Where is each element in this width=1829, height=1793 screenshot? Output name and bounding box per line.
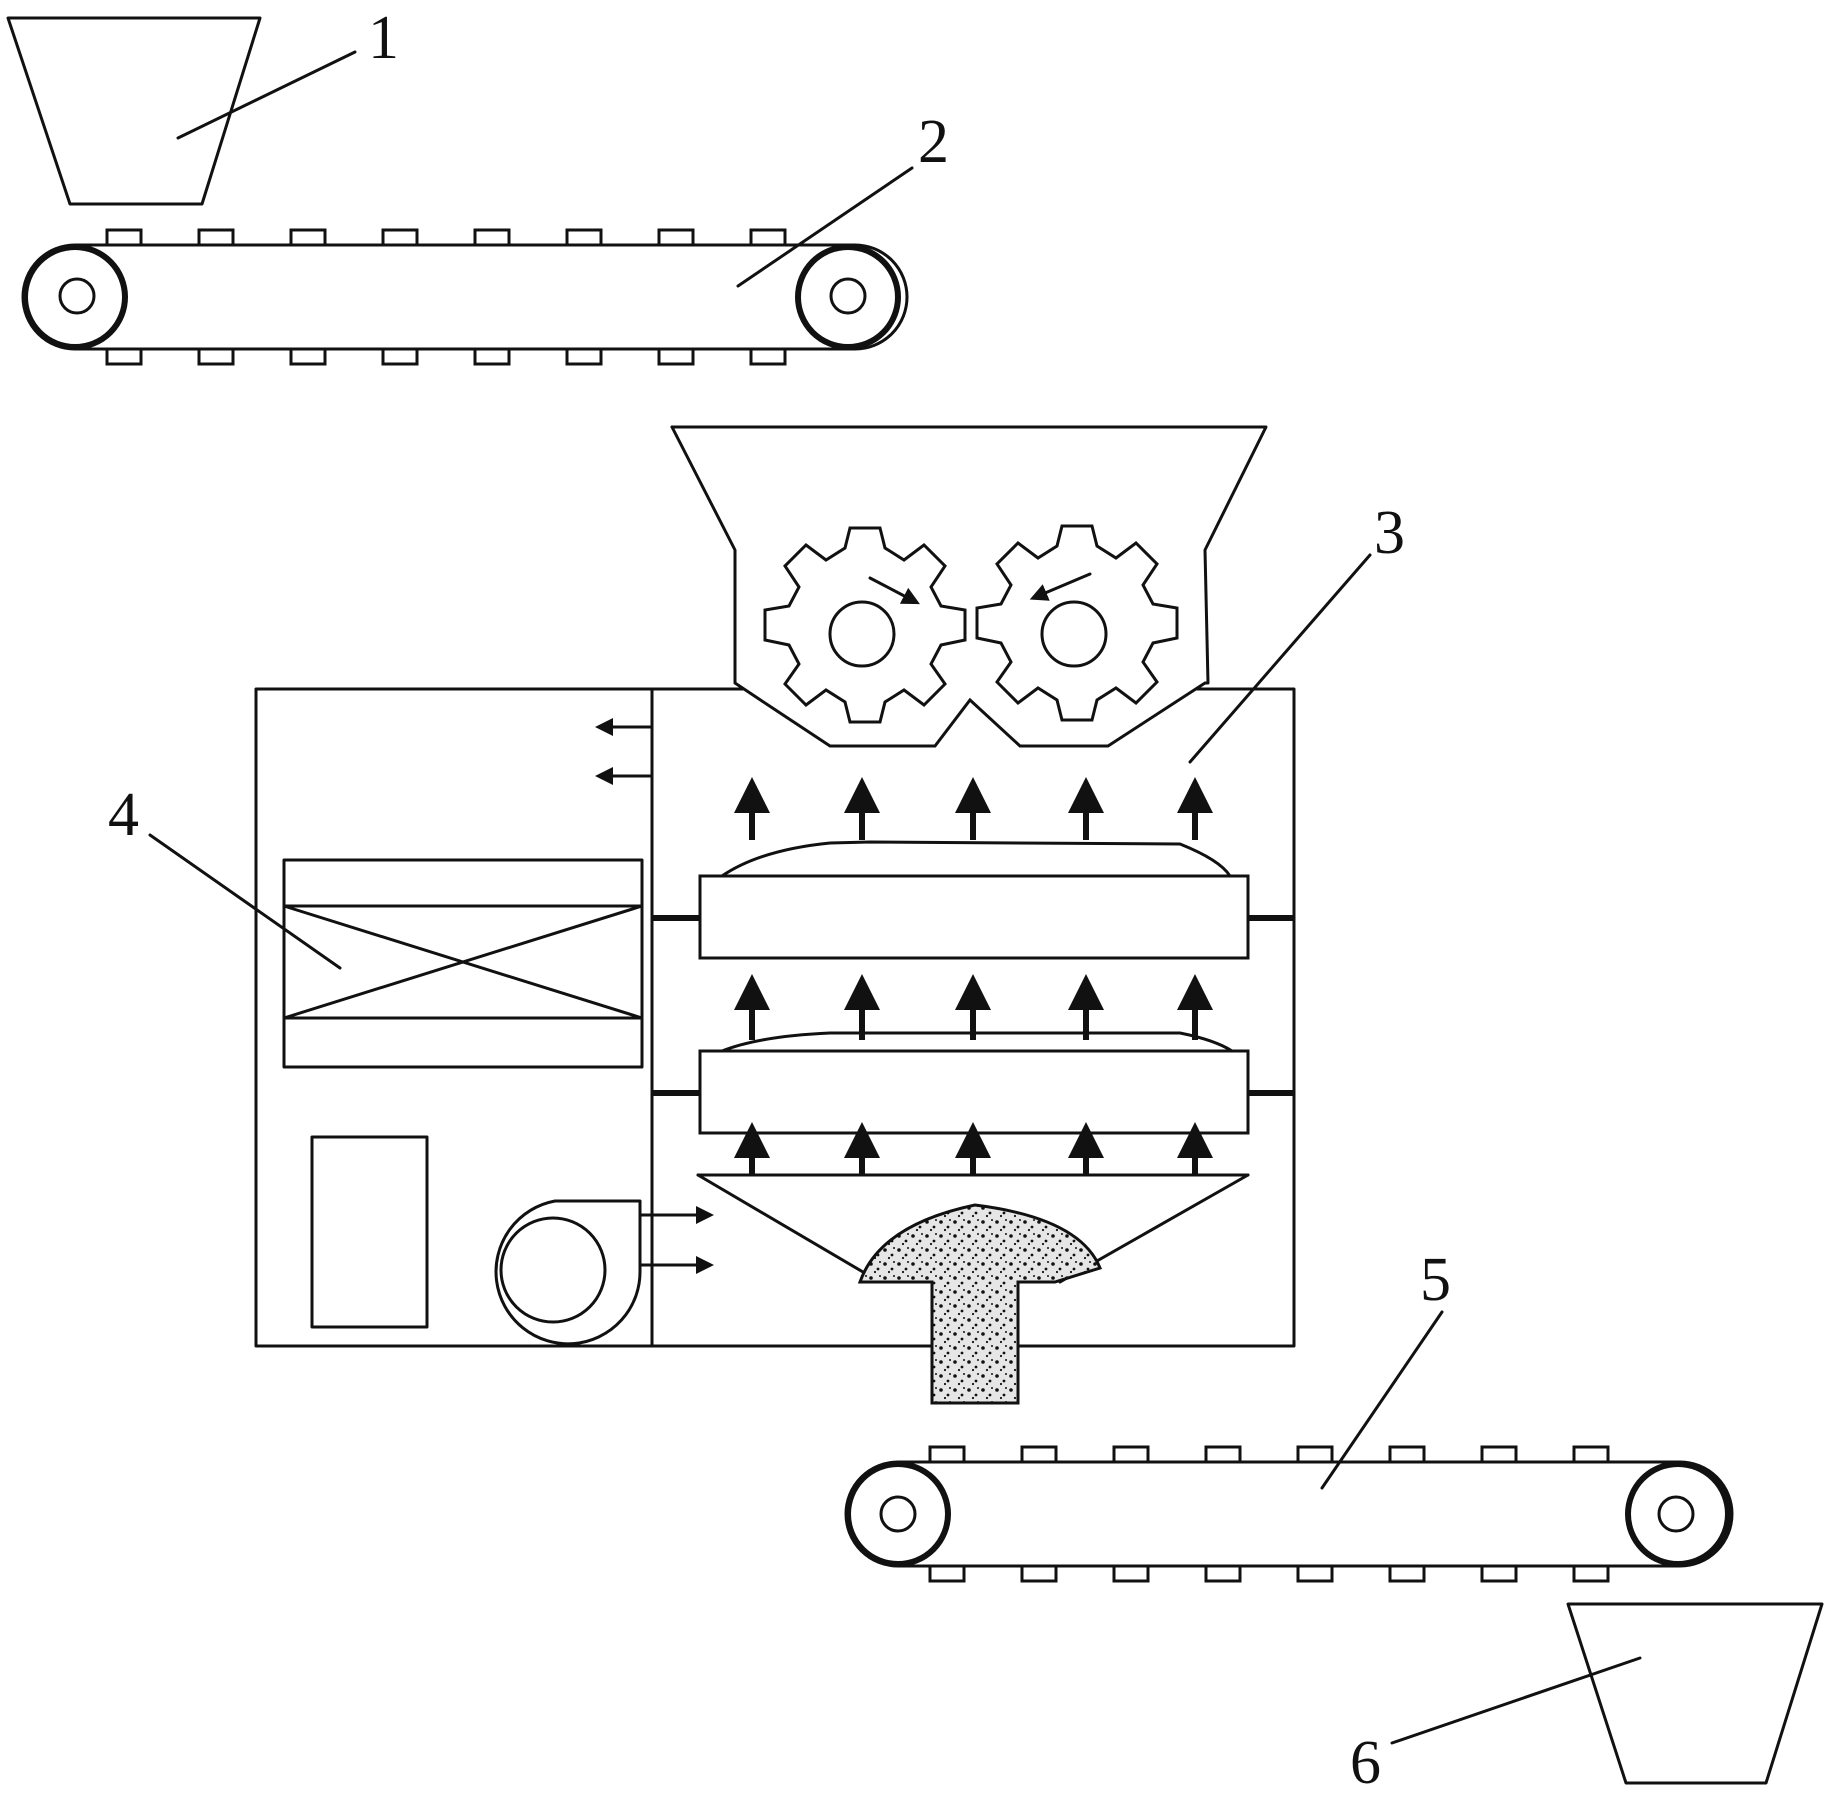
crusher-dryer-unit: 3	[595, 425, 1405, 1405]
label-5: 5	[1420, 1246, 1451, 1314]
discharge-belt-cleats	[928, 1445, 1610, 1583]
feed-belt-cleats	[105, 228, 787, 366]
feed-conveyor: 2	[21, 108, 949, 366]
air-heater-cabinet: 4	[108, 687, 714, 1348]
control-box	[310, 1135, 429, 1329]
label-2: 2	[918, 108, 949, 176]
top-hopper: 1	[6, 4, 399, 206]
receiving-hopper: 6	[1350, 1602, 1824, 1793]
feed-roller-left	[22, 244, 128, 350]
leader-line-6	[1390, 1656, 1642, 1745]
collection-funnel	[696, 1173, 1250, 1405]
right-crusher-gear	[975, 524, 1179, 722]
lower-drying-tray	[652, 1031, 1294, 1135]
feed-roller-right	[795, 244, 901, 350]
leader-line-4	[148, 833, 342, 970]
material-outlet	[857, 1203, 1102, 1405]
left-crusher-gear	[763, 526, 967, 724]
leader-line-5	[1320, 1310, 1444, 1490]
airflow-arrows	[734, 777, 1213, 1175]
upper-drying-tray	[652, 840, 1294, 960]
feed-axle-right	[829, 277, 867, 315]
crusher-hopper	[670, 425, 1268, 685]
exhaust-arrows	[595, 718, 652, 785]
leader-line-1	[176, 50, 357, 140]
feed-axle-left	[58, 277, 96, 315]
leader-line-2	[736, 166, 914, 288]
heat-exchanger	[282, 858, 644, 1069]
label-6: 6	[1350, 1729, 1381, 1793]
discharge-roller-left	[845, 1461, 951, 1567]
discharge-conveyor: 5	[844, 1246, 1734, 1583]
label-4: 4	[108, 781, 139, 849]
label-1: 1	[368, 4, 399, 72]
discharge-roller-right	[1625, 1461, 1731, 1567]
leader-line-3	[1188, 553, 1372, 764]
blower-fan	[494, 1199, 714, 1346]
label-3: 3	[1374, 499, 1405, 567]
